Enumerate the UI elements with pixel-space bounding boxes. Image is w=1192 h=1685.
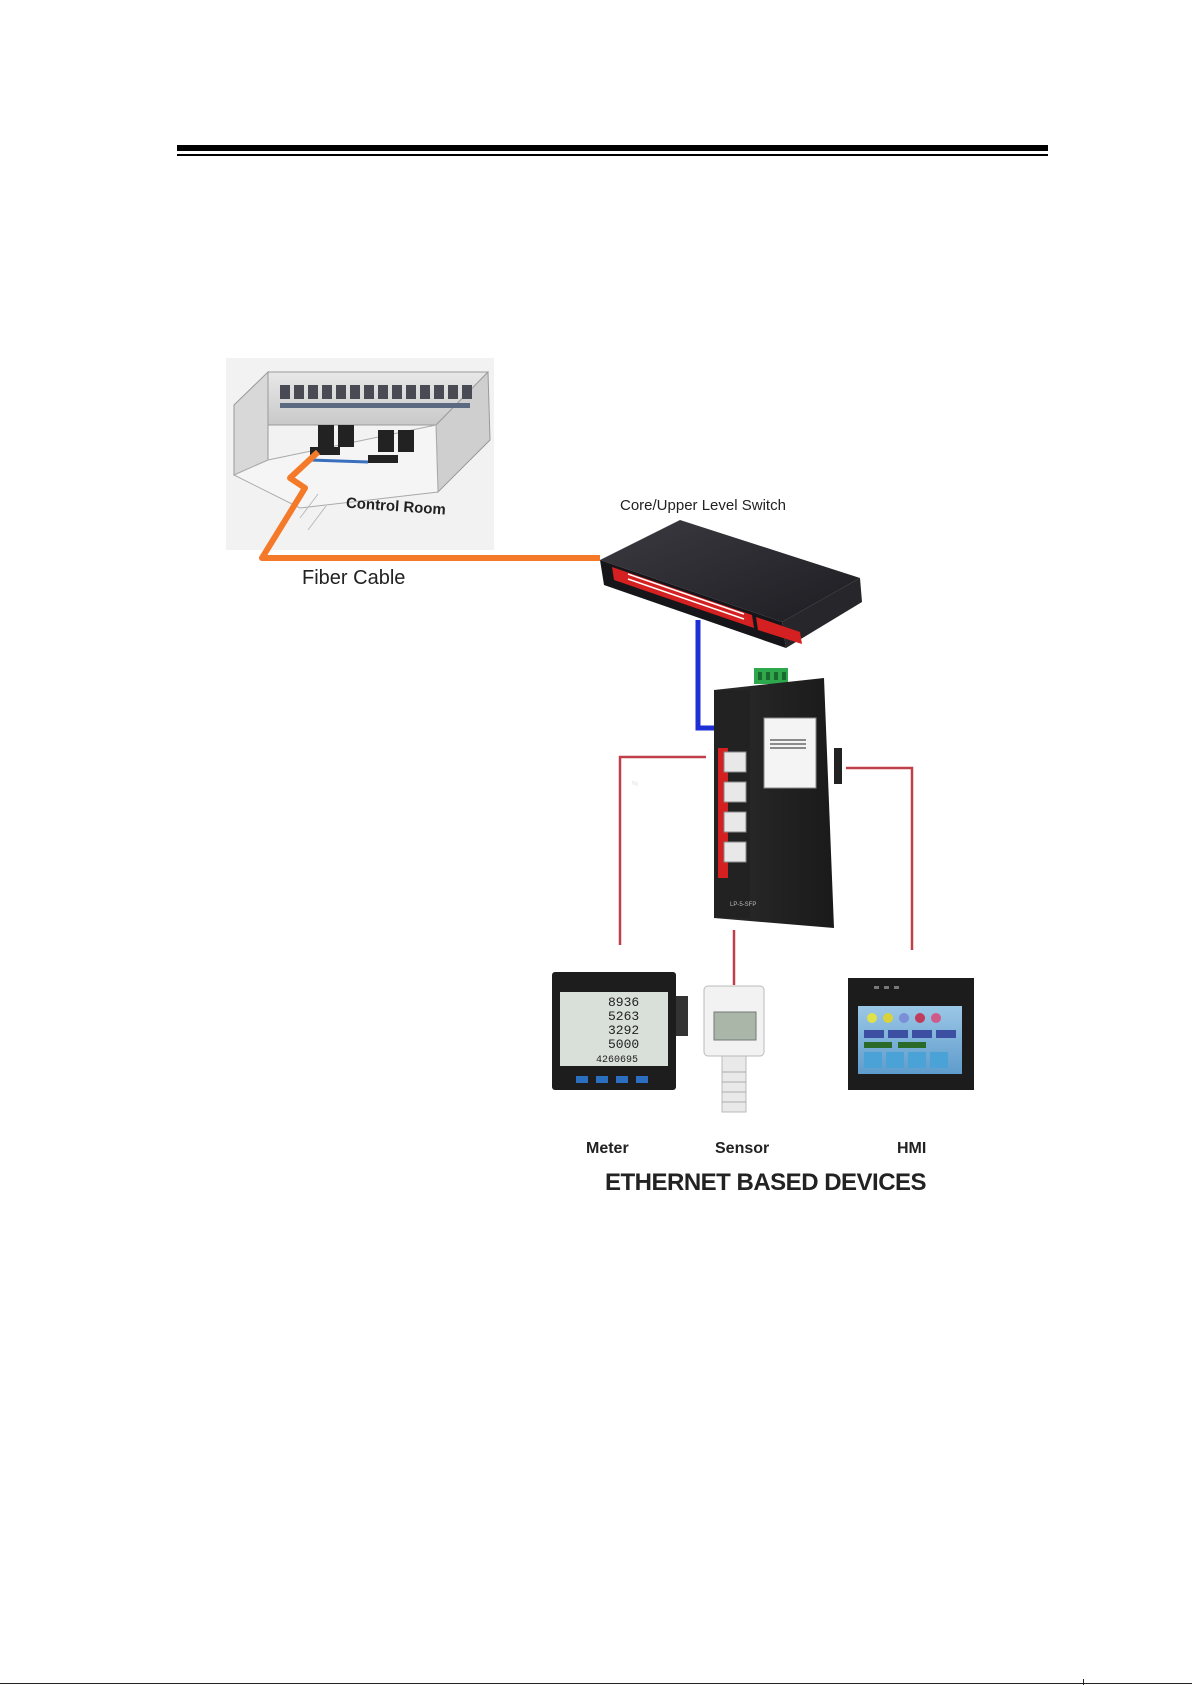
- hmi-label: HMI: [897, 1140, 926, 1157]
- fiber-cable-label: Fiber Cable: [302, 567, 405, 589]
- page-bottom-rule: [0, 1683, 1192, 1684]
- meter-link-line: [620, 757, 706, 945]
- sensor-label: Sensor: [715, 1140, 769, 1157]
- sensor-icon: [704, 986, 764, 1112]
- ethernet-devices-label: ETHERNET BASED DEVICES: [605, 1169, 927, 1196]
- control-room-illustration: [226, 358, 494, 550]
- page-bottom-tick: [1083, 1679, 1084, 1685]
- meter-label: Meter: [586, 1140, 629, 1157]
- uplink-cable-line: [698, 620, 714, 728]
- svg-text:8936: 8936: [608, 995, 639, 1010]
- svg-text:4260695: 4260695: [596, 1055, 638, 1066]
- svg-text:5000: 5000: [608, 1037, 639, 1052]
- industrial-switch-icon: LP-5-SFP: [714, 668, 842, 928]
- hmi-panel-icon: [848, 978, 974, 1090]
- power-meter-icon: 8936 5263 3292 5000 4260695: [552, 972, 688, 1090]
- svg-text:LP-5-SFP: LP-5-SFP: [730, 902, 756, 908]
- hmi-link-line: [846, 768, 912, 950]
- svg-text:5263: 5263: [608, 1009, 639, 1024]
- svg-text:3292: 3292: [608, 1023, 639, 1038]
- core-switch-label: Core/Upper Level Switch: [620, 497, 786, 514]
